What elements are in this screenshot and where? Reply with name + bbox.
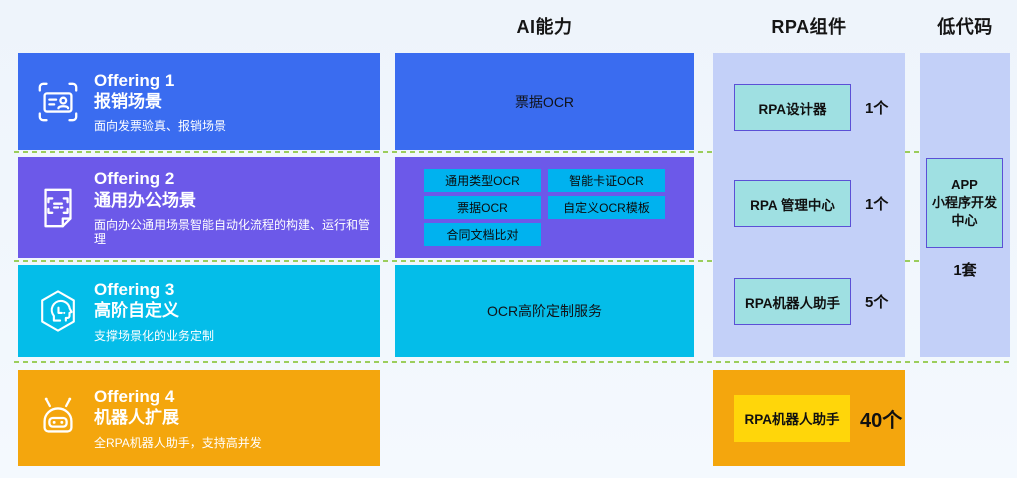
- ai-capability-chip-grid: 通用类型OCR 智能卡证OCR 票据OCR 自定义OCR模板 合同文档比对: [424, 169, 665, 246]
- offering1-description: 面向发票验真、报销场景: [94, 119, 227, 134]
- ai-chip-contract-compare: 合同文档比对: [424, 223, 541, 246]
- column-header-rpa-components: RPA组件: [771, 17, 847, 37]
- offering2-block: Offering 2 通用办公场景 面向办公通用场景智能自动化流程的构建、运行和…: [18, 157, 380, 258]
- ai-capability-offering3-block: OCR高阶定制服务: [395, 265, 694, 357]
- offering3-title: Offering 3: [94, 280, 175, 300]
- rpa-designer-row: RPA设计器 1个: [734, 84, 888, 131]
- idcard-scan-icon: [35, 79, 81, 125]
- offering3-text: Offering 3 高阶自定义 支撑场景化的业务定制: [94, 279, 214, 343]
- ai-capability-offering3-label: OCR高阶定制服务: [486, 303, 603, 319]
- robot-icon: [35, 395, 81, 441]
- rpa-extension-count: 40个: [860, 409, 903, 432]
- rpa-management-center-row: RPA 管理中心 1个: [734, 180, 888, 227]
- offering1-name: 报销场景: [94, 91, 162, 111]
- rpa-robot-assistant-count: 5个: [865, 294, 889, 311]
- ai-capability-offering1-block: 票据OCR: [395, 53, 694, 150]
- offering1-text: Offering 1 报销场景 面向发票验真、报销场景: [94, 70, 226, 134]
- ai-capability-offering1-label: 票据OCR: [514, 93, 575, 110]
- offering2-title: Offering 2: [94, 169, 175, 189]
- app-miniprogram-dev-center-box: APP 小程序开发 中心: [926, 158, 1003, 248]
- rpa-extension-block: RPA机器人助手 40个: [713, 370, 905, 466]
- rpa-extension-assistant-box: RPA机器人助手: [734, 394, 850, 442]
- lowcode-column: APP 小程序开发 中心 1套: [920, 53, 1010, 357]
- row-divider-1: [14, 151, 1010, 153]
- ai-head-hexagon-icon: [35, 288, 81, 334]
- rpa-robot-assistant-box: RPA机器人助手: [734, 278, 851, 325]
- rpa-robot-assistant-row: RPA机器人助手 5个: [734, 278, 888, 325]
- offering4-text: Offering 4 机器人扩展 全RPA机器人助手，支持高并发: [94, 386, 262, 450]
- document-scan-icon: [35, 185, 81, 231]
- column-header-ai-capability: AI能力: [516, 17, 573, 37]
- rpa-management-center-box: RPA 管理中心: [734, 180, 851, 227]
- row-divider-2: [14, 260, 1010, 262]
- ai-capability-offering2-block: 通用类型OCR 智能卡证OCR 票据OCR 自定义OCR模板 合同文档比对: [395, 157, 694, 258]
- rpa-designer-count: 1个: [865, 100, 889, 117]
- column-header-lowcode: 低代码: [937, 17, 993, 37]
- offering3-block: Offering 3 高阶自定义 支撑场景化的业务定制: [18, 265, 380, 357]
- ai-chip-general-ocr: 通用类型OCR: [424, 169, 541, 192]
- rpa-management-center-count: 1个: [865, 196, 889, 213]
- rpa-components-column: RPA设计器 1个 RPA 管理中心 1个 RPA机器人助手 5个: [713, 53, 905, 357]
- lowcode-count: 1套: [953, 262, 977, 279]
- offering4-block: Offering 4 机器人扩展 全RPA机器人助手，支持高并发: [18, 370, 380, 466]
- offering4-title: Offering 4: [94, 387, 175, 407]
- ai-chip-custom-ocr-template: 自定义OCR模板: [548, 196, 665, 219]
- offering1-title: Offering 1: [94, 70, 175, 90]
- offering4-name: 机器人扩展: [94, 408, 179, 428]
- ai-chip-smart-card-ocr: 智能卡证OCR: [548, 169, 665, 192]
- ai-chip-invoice-ocr: 票据OCR: [424, 196, 541, 219]
- offering2-name: 通用办公场景: [94, 190, 196, 210]
- offering4-description: 全RPA机器人助手，支持高并发: [94, 435, 262, 450]
- offering1-block: Offering 1 报销场景 面向发票验真、报销场景: [18, 53, 380, 150]
- rpa-designer-box: RPA设计器: [734, 84, 851, 131]
- offering2-text: Offering 2 通用办公场景 面向办公通用场景智能自动化流程的构建、运行和…: [94, 168, 380, 246]
- offering3-name: 高阶自定义: [94, 301, 179, 321]
- offering3-description: 支撑场景化的业务定制: [94, 328, 215, 343]
- row-divider-3: [14, 361, 1010, 363]
- offering2-description: 面向办公通用场景智能自动化流程的构建、运行和管理: [94, 217, 371, 247]
